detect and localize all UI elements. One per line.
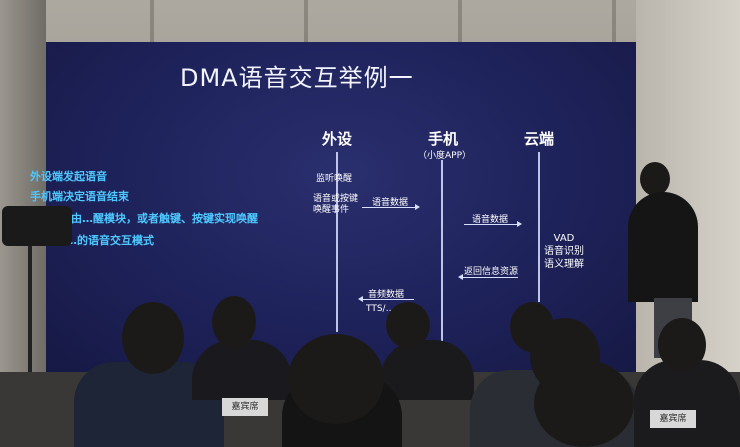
audience-head-1 [122,302,184,374]
cloud-lifeline [538,152,540,302]
column-peripheral: 外设 [322,130,353,148]
seat-card-2: 嘉宾席 [650,410,696,428]
label-tts: TTS/… [366,304,395,314]
audience-head-4 [288,334,384,424]
audience-person-8 [634,360,740,447]
label-voice-data-1: 语音数据 [372,198,409,208]
audience-head-8 [658,318,706,372]
audience-head-2 [212,296,256,348]
arrow-return-info [462,277,518,278]
peripheral-lifeline [336,152,338,332]
speaker-head [640,162,670,196]
camera-tripod [28,246,32,406]
video-camera [2,206,72,246]
phone-lifeline [441,160,443,345]
arrow-voice-data-1 [362,204,420,210]
slide-title: DMA语音交互举例一 [180,64,414,92]
label-key-event: 语音或按键 唤醒事件 [313,194,359,215]
label-audio-data: 音频数据 [368,290,405,300]
arrow-voice-data-2 [464,221,522,227]
audience-person-2 [192,340,292,400]
label-return-info: 返回信息资源 [464,267,519,277]
label-voice-data-2: 语音数据 [472,215,509,225]
audience-head-7 [534,360,634,447]
ceiling-tiles [0,0,740,44]
column-cloud: 云端 [524,130,555,148]
audience-person-3 [380,340,474,400]
seat-card-1: 嘉宾席 [222,398,268,416]
column-phone: 手机 [428,130,459,148]
speaker-body [628,192,698,302]
bullet-2: 手机端决定语音结束 [30,190,129,203]
bullet-3: …由…醒模块，或者触键、按键实现唤醒 [60,212,258,225]
label-listen: 监听唤醒 [316,174,353,184]
column-phone-sub: （小度APP） [418,151,472,161]
label-cloud-process: VAD 语音识别 语义理解 [544,233,584,270]
arrow-audio-data [362,299,414,300]
bullet-1: 外设端发起语音 [30,170,107,183]
bullet-4: …的语音交互模式 [66,234,154,247]
audience-head-3 [386,302,430,348]
